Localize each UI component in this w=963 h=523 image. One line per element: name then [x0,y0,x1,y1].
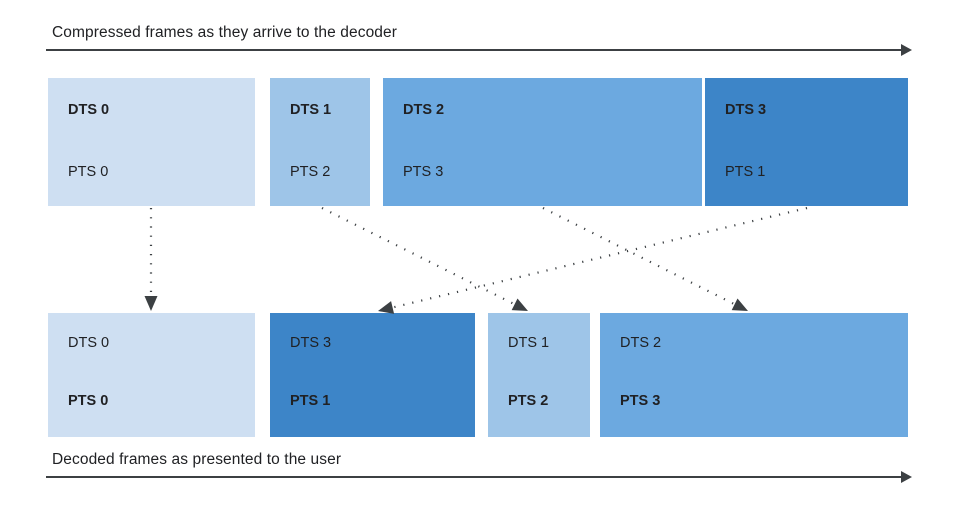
compressed-frame-dts-1: DTS 1 PTS 2 [270,78,370,206]
connector-dts3-to-pts1-arrowhead-icon [378,301,395,314]
compressed-frame-dts-2-pts-label: PTS 3 [403,164,444,180]
compressed-frame-dts-3-pts-label: PTS 1 [725,164,766,180]
top-axis-line [46,49,901,51]
decoded-frame-pts-1: DTS 3 PTS 1 [270,313,475,437]
decoded-frame-pts-3-pts-label: PTS 3 [620,393,661,409]
decoded-frame-pts-3: DTS 2 PTS 3 [600,313,908,437]
connector-dts1-to-pts2-line [321,207,516,306]
connector-dts2-to-pts3-arrowhead-icon [731,298,748,311]
bottom-caption: Decoded frames as presented to the user [52,451,342,468]
compressed-frame-dts-2: DTS 2 PTS 3 [383,78,702,206]
compressed-frame-dts-0-dts-label: DTS 0 [68,102,110,118]
compressed-frame-dts-0-pts-label: PTS 0 [68,164,109,180]
decoded-frame-pts-0-pts-label: PTS 0 [68,393,109,409]
bottom-axis-arrowhead-icon [901,471,912,483]
decoded-frame-pts-2: DTS 1 PTS 2 [488,313,590,437]
decoded-frame-pts-2-dts-label: DTS 1 [508,335,550,351]
connector-dts1-to-pts2-arrowhead-icon [511,298,528,311]
bottom-axis-line [46,476,901,478]
compressed-frame-dts-0: DTS 0 PTS 0 [48,78,255,206]
decoded-frame-pts-1-pts-label: PTS 1 [290,393,331,409]
decoded-frame-pts-0: DTS 0 PTS 0 [48,313,255,437]
top-axis-arrowhead-icon [901,44,912,56]
connector-dts3-to-pts1-line [392,206,808,309]
compressed-frame-dts-1-dts-label: DTS 1 [290,102,332,118]
compressed-frame-dts-3-dts-label: DTS 3 [725,102,767,118]
connector-dts0-to-pts0 [144,208,158,311]
decoded-frame-pts-2-pts-label: PTS 2 [508,393,549,409]
connector-dts1-to-pts2 [321,207,528,311]
compressed-frame-dts-3: DTS 3 PTS 1 [705,78,908,206]
connector-dts2-to-pts3 [542,207,748,311]
compressed-frame-dts-2-dts-label: DTS 2 [403,102,445,118]
connector-dts2-to-pts3-line [542,207,736,306]
decoded-frame-pts-1-dts-label: DTS 3 [290,335,332,351]
top-axis-arrow [46,44,912,56]
connector-dts0-to-pts0-arrowhead-icon [144,296,158,311]
top-caption: Compressed frames as they arrive to the … [52,24,397,41]
connector-dts3-to-pts1 [378,206,808,314]
decoded-frame-pts-0-dts-label: DTS 0 [68,335,110,351]
compressed-frame-dts-1-pts-label: PTS 2 [290,164,331,180]
decoded-frame-pts-3-dts-label: DTS 2 [620,335,662,351]
bottom-axis-arrow [46,471,912,483]
